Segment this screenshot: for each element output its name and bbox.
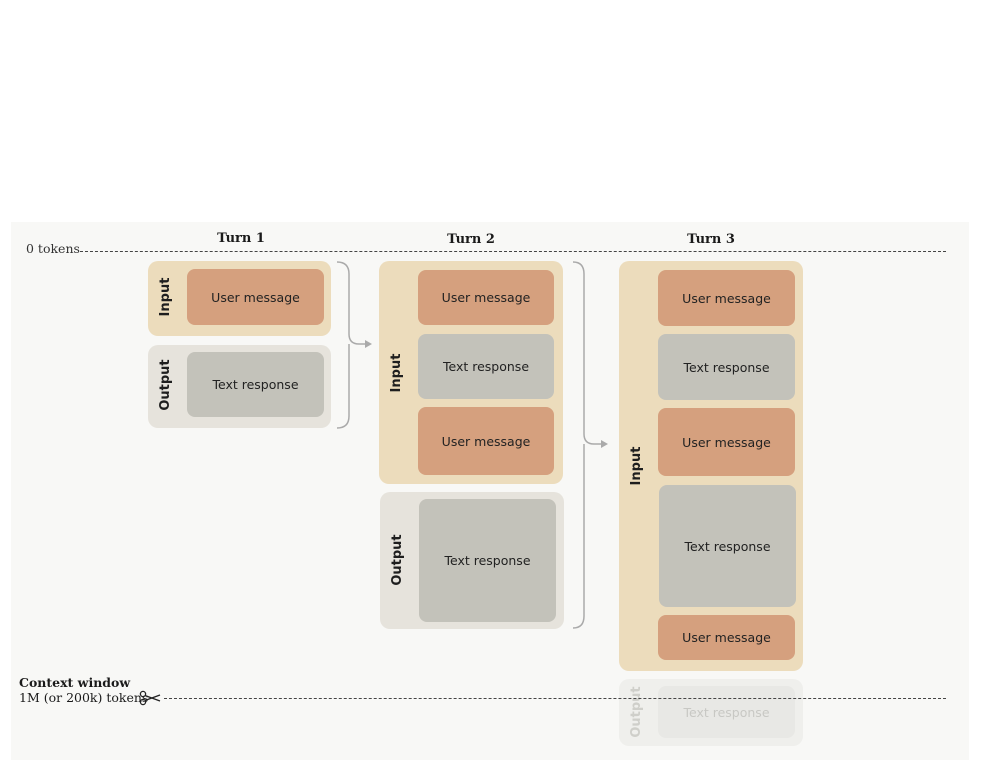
- turn-3-title: Turn 3: [687, 232, 735, 247]
- turn-3-user-message-1: User message: [658, 270, 795, 326]
- context-window-dashed-line: [164, 698, 946, 699]
- turn-3-user-message-3: User message: [658, 615, 795, 660]
- turn-2-user-message-2: User message: [418, 407, 554, 475]
- tokens-start-label: 0 tokens: [26, 241, 80, 256]
- turn-2-title: Turn 2: [447, 232, 495, 247]
- turn-1-user-message: User message: [187, 269, 324, 325]
- turn-3-text-response-3: Text response: [658, 686, 795, 738]
- context-window-title: Context window: [19, 675, 131, 690]
- context-window-subtitle: 1M (or 200k) tokens: [19, 690, 149, 705]
- turn-3-text-response-2: Text response: [659, 485, 796, 607]
- turn-1-text-response: Text response: [187, 352, 324, 417]
- start-dashed-line: [80, 251, 946, 252]
- scissors-icon: [139, 690, 161, 706]
- turn-1-title: Turn 1: [217, 231, 265, 246]
- turn-3-input-label: Input: [629, 446, 644, 486]
- turn-2-user-message-1: User message: [418, 270, 554, 325]
- turn-2-text-response-1: Text response: [418, 334, 554, 399]
- turn-3-text-response-1: Text response: [658, 334, 795, 400]
- turn-3-user-message-2: User message: [658, 408, 795, 476]
- turn-2-text-response-2: Text response: [419, 499, 556, 622]
- turn-3-output-label: Output: [629, 686, 644, 738]
